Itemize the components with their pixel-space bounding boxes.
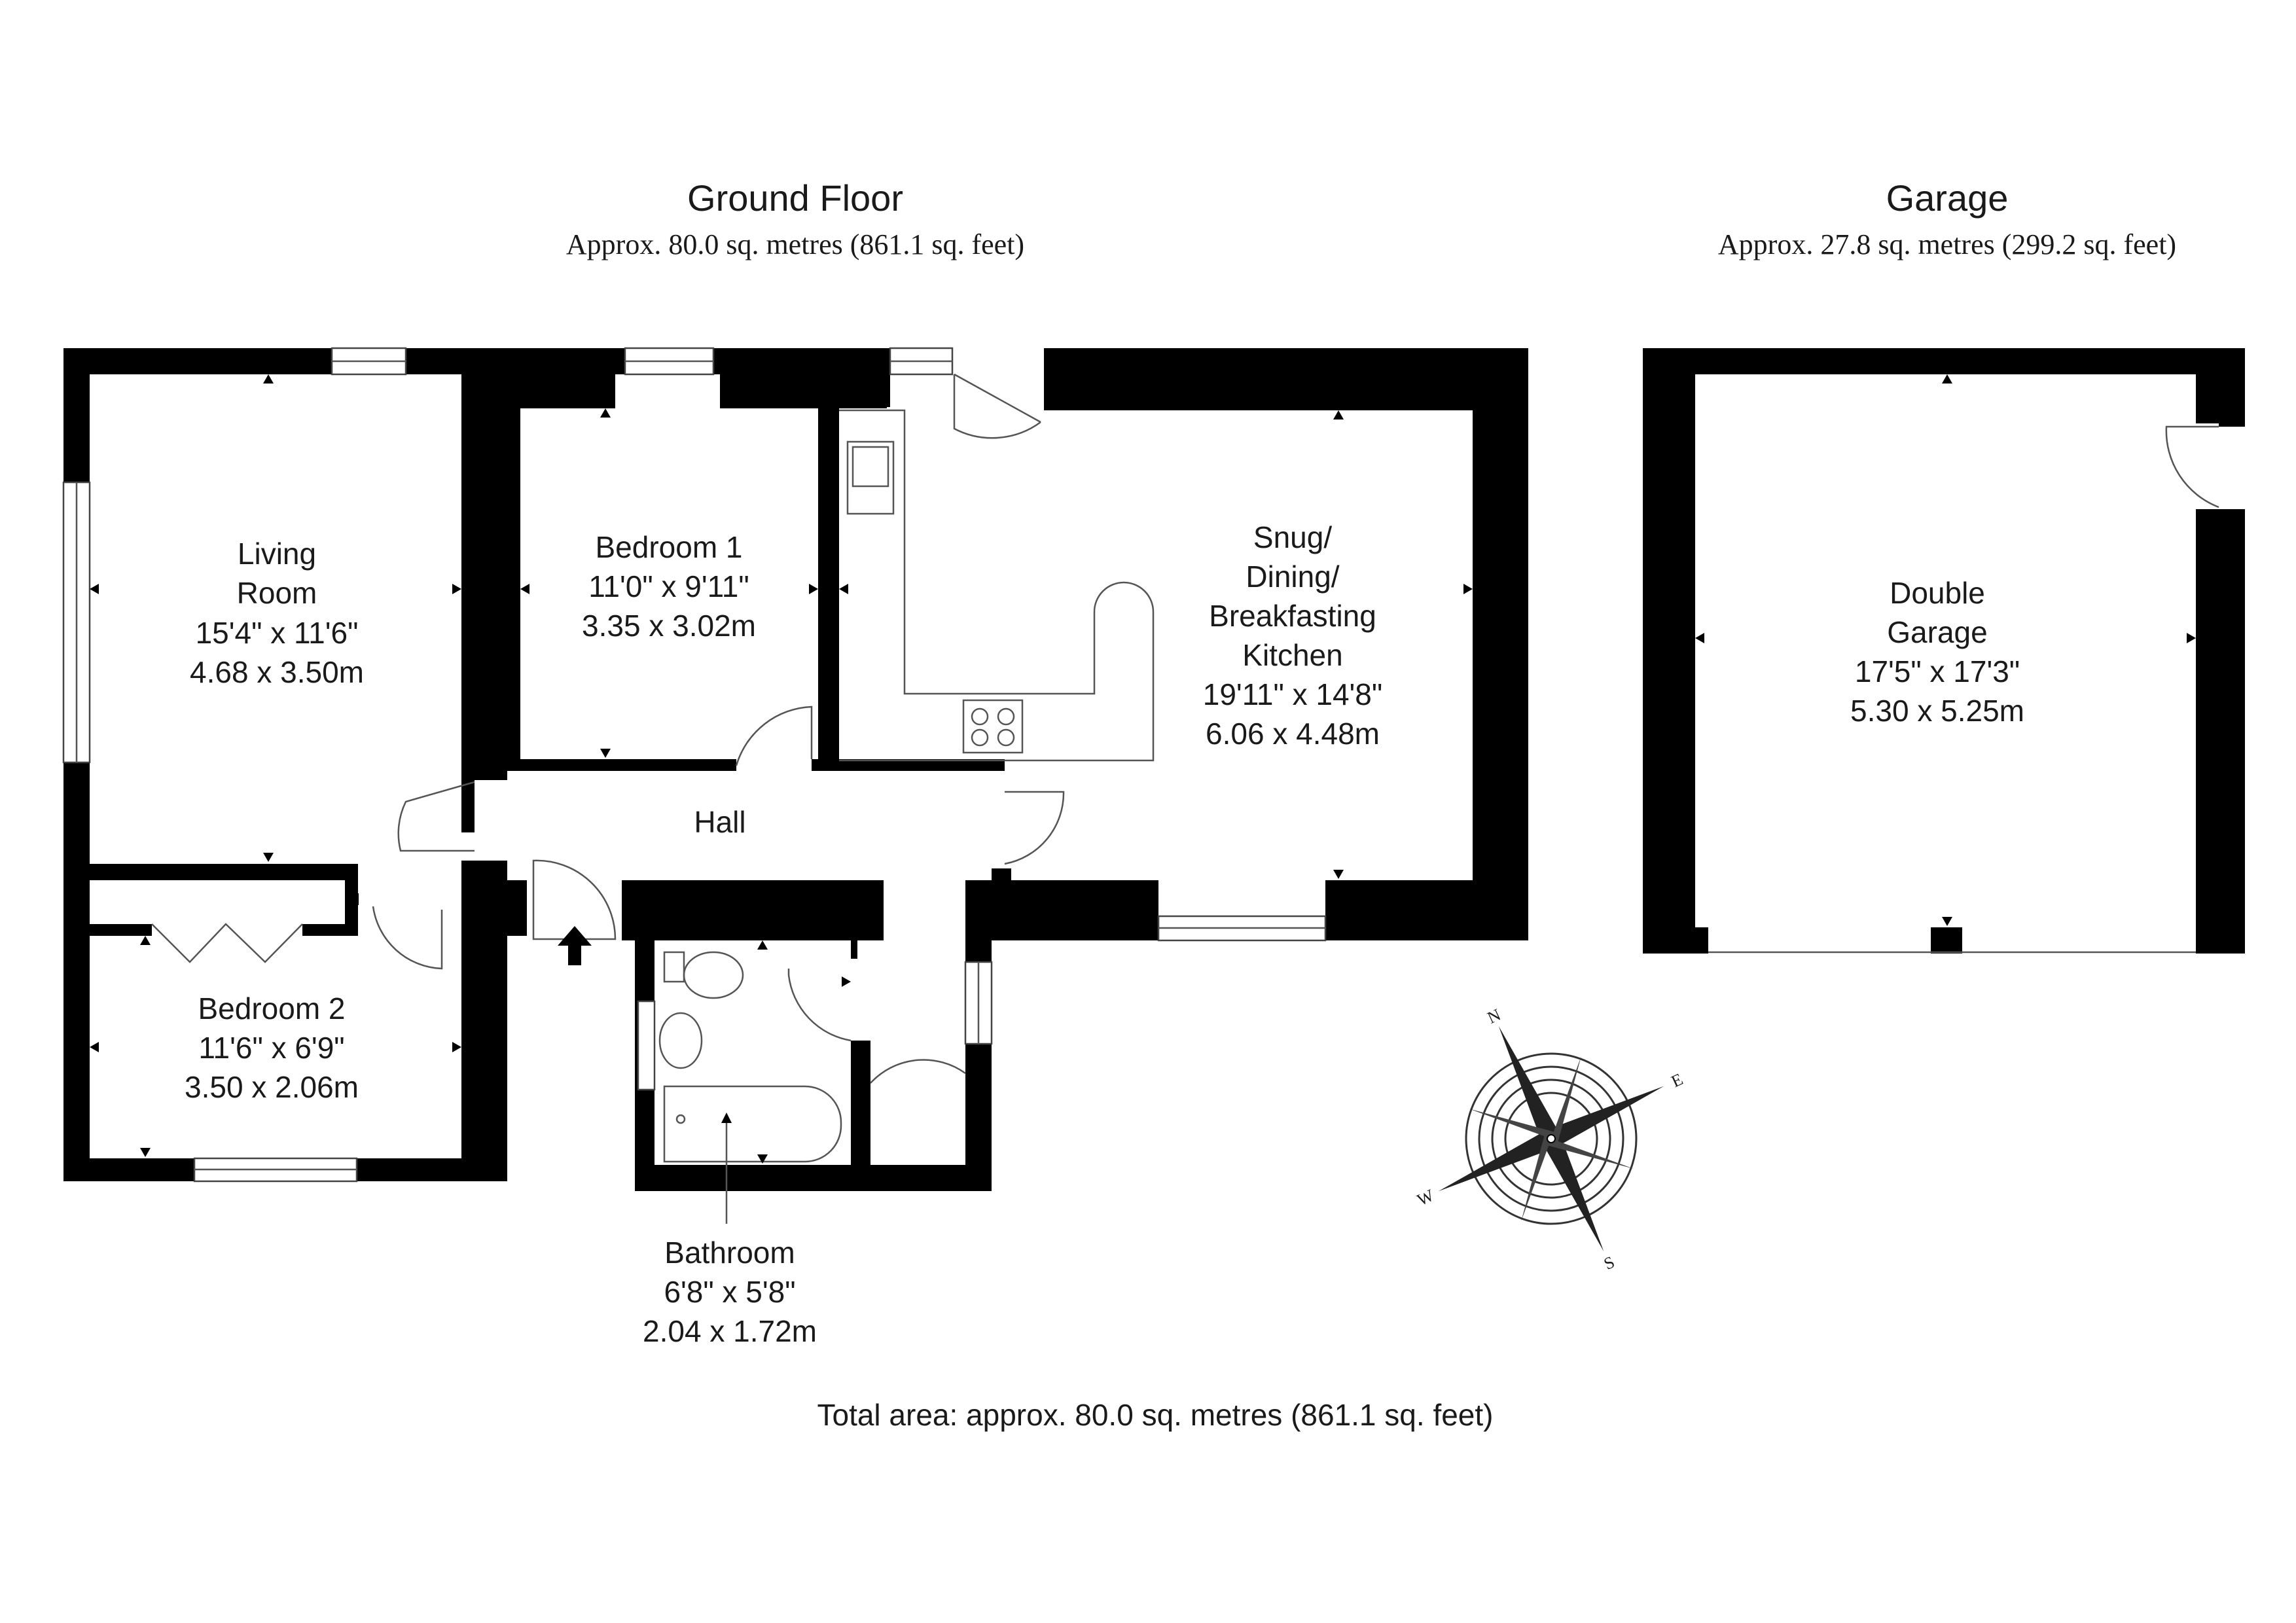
living-room-label: Living Room 15'4" x 11'6" 4.68 x 3.50m <box>190 537 364 689</box>
compass-south-label: S <box>1601 1253 1617 1274</box>
fixtures <box>151 409 1155 1163</box>
compass-rose: N E S W <box>1414 1005 1686 1274</box>
compass-centre <box>1547 1134 1556 1143</box>
living-room-metric: 4.68 x 3.50m <box>190 655 364 689</box>
house-walls <box>63 348 1528 1191</box>
garage-metric: 5.30 x 5.25m <box>1850 694 2024 728</box>
bedroom2-name: Bedroom 2 <box>198 991 345 1026</box>
compass-north-label: N <box>1484 1005 1503 1027</box>
bedroom1-metric: 3.35 x 3.02m <box>582 609 756 643</box>
living-room-name-line1: Living <box>238 537 316 571</box>
windows <box>62 347 1327 1183</box>
garage-name-line2: Garage <box>1887 615 1987 649</box>
garage-label: Double Garage 17'5" x 17'3" 5.30 x 5.25m <box>1850 576 2024 728</box>
bedroom2-imperial: 11'6" x 6'9" <box>198 1031 344 1065</box>
garage-title: Garage <box>1886 177 2009 219</box>
hall-label: Hall <box>694 805 745 839</box>
compass-east-label: E <box>1668 1069 1686 1091</box>
bedroom1-name: Bedroom 1 <box>595 530 742 564</box>
dimension-arrows <box>90 374 1473 1164</box>
kitchen-imperial: 19'11" x 14'8" <box>1203 677 1382 711</box>
ground-floor-title: Ground Floor <box>687 177 903 219</box>
ground-floor-area: Approx. 80.0 sq. metres (861.1 sq. feet) <box>566 228 1024 260</box>
garage-dimension-arrows <box>1695 374 2196 926</box>
kitchen-label: Snug/ Dining/ Breakfasting Kitchen 19'11… <box>1203 520 1382 751</box>
bathroom-name: Bathroom <box>664 1236 795 1270</box>
garage-area: Approx. 27.8 sq. metres (299.2 sq. feet) <box>1718 228 2176 260</box>
door-swings <box>372 373 1065 1084</box>
bedroom1-label: Bedroom 1 11'0" x 9'11" 3.35 x 3.02m <box>582 530 756 643</box>
bathroom-metric: 2.04 x 1.72m <box>643 1314 817 1348</box>
bedroom2-metric: 3.50 x 2.06m <box>185 1070 359 1104</box>
garage-side-door <box>2165 425 2219 508</box>
garage-walls <box>1643 348 2245 954</box>
bathroom-imperial: 6'8" x 5'8" <box>664 1275 795 1309</box>
living-room-name-line2: Room <box>237 576 317 610</box>
bathroom-label: Bathroom 6'8" x 5'8" 2.04 x 1.72m <box>643 1236 817 1348</box>
garage-name-line1: Double <box>1890 576 1985 610</box>
compass-west-label: W <box>1414 1186 1437 1210</box>
living-room-imperial: 15'4" x 11'6" <box>196 616 359 650</box>
kitchen-name-line4: Kitchen <box>1242 638 1342 672</box>
total-area: Total area: approx. 80.0 sq. metres (861… <box>817 1398 1493 1432</box>
bedroom1-imperial: 11'0" x 9'11" <box>588 569 749 603</box>
kitchen-metric: 6.06 x 4.48m <box>1206 717 1380 751</box>
bedroom2-label: Bedroom 2 11'6" x 6'9" 3.50 x 2.06m <box>185 991 359 1104</box>
kitchen-name-line3: Breakfasting <box>1209 599 1376 633</box>
bathroom-leader-arrow <box>721 1113 732 1123</box>
garage-imperial: 17'5" x 17'3" <box>1855 654 2020 688</box>
kitchen-name-line1: Snug/ <box>1253 520 1332 554</box>
kitchen-name-line2: Dining/ <box>1246 560 1339 594</box>
